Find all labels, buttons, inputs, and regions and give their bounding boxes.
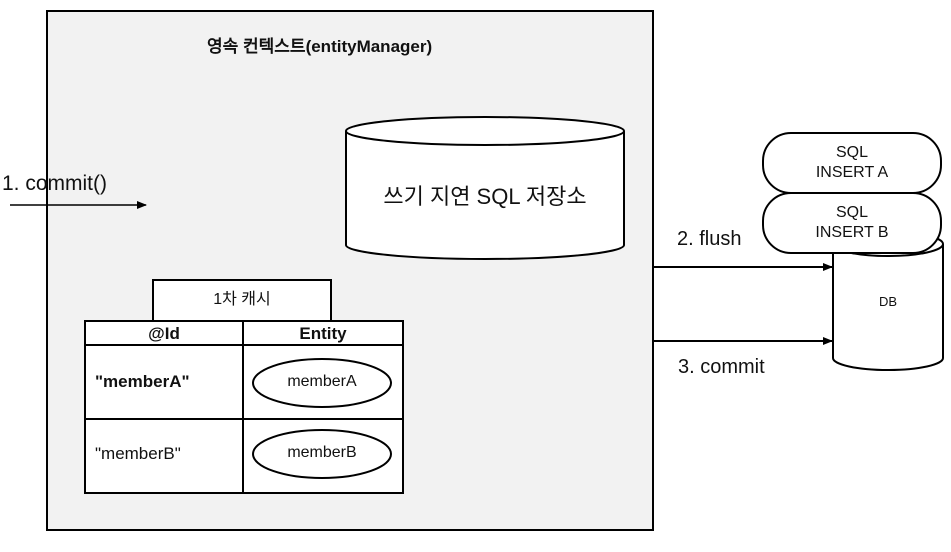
- db-label: DB: [878, 294, 898, 309]
- entity-oval-memberB: [252, 429, 392, 479]
- sql-pill-insert-b: [762, 192, 942, 254]
- cache-header-entity: Entity: [299, 324, 347, 343]
- cache-tab: [152, 279, 332, 322]
- cache-header-id: @Id: [148, 324, 180, 343]
- write-store-label: 쓰기 지연 SQL 저장소: [383, 184, 587, 209]
- cache-row-entity: memberA: [287, 373, 357, 390]
- sql-pill-line: INSERT A: [815, 164, 889, 181]
- cache-row-id: "memberB": [95, 444, 181, 463]
- write-behind-store-cylinder: [345, 116, 625, 260]
- commit-db-label: 3. commit: [678, 356, 765, 378]
- cache-row-id: "memberA": [95, 372, 190, 391]
- cache-tab-label: 1차 캐시: [213, 291, 271, 308]
- sql-pill-line: INSERT B: [815, 224, 889, 241]
- sql-pill-line: SQL: [835, 204, 868, 221]
- entity-oval-memberA: [252, 358, 392, 408]
- persistence-context-title: 영속 컨텍스트(entityManager): [207, 37, 433, 56]
- flush-label: 2. flush: [677, 228, 742, 250]
- sql-pill-line: SQL: [835, 144, 868, 161]
- cache-row-entity: memberB: [287, 444, 357, 461]
- sql-pill-insert-a: [762, 132, 942, 194]
- commit-in-label: 1. commit(): [2, 172, 107, 195]
